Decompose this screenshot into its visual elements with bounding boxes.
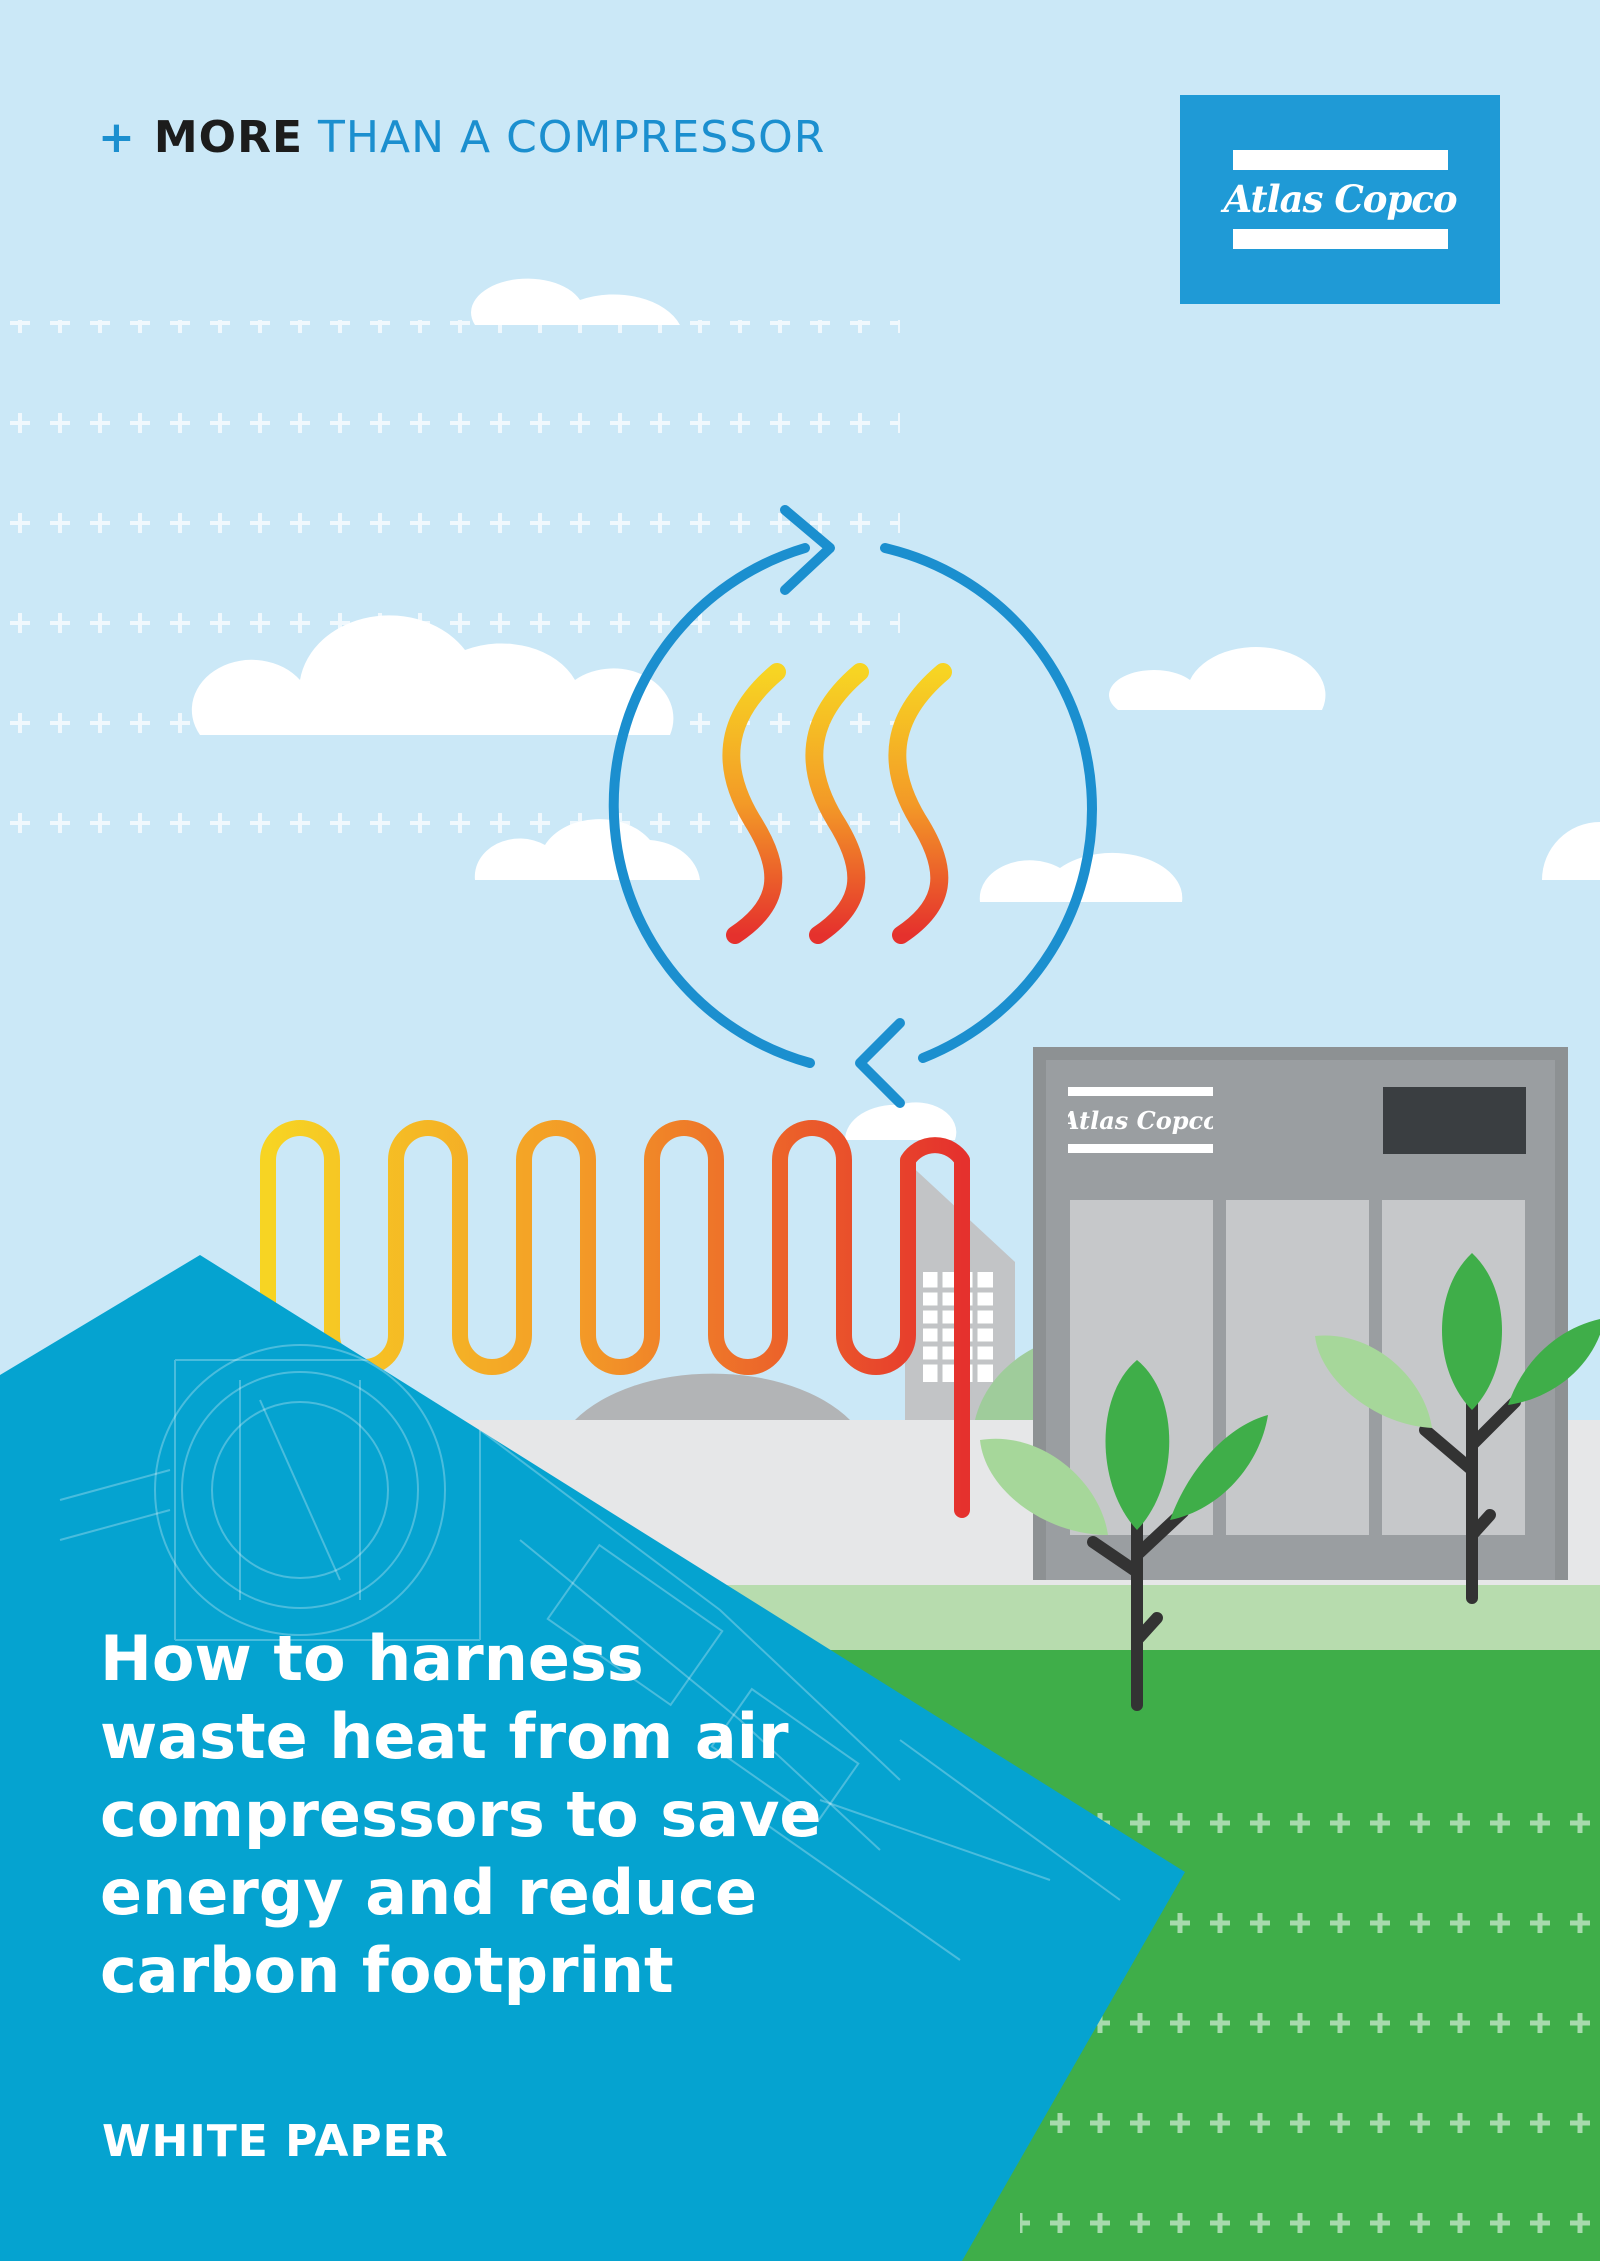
unit-logo: Atlas Copco [1068, 1106, 1213, 1135]
tree-icon [980, 1360, 1268, 1711]
cycle-arrows-icon [608, 505, 1097, 1108]
document-title: How to harness waste heat from air compr… [100, 1622, 822, 2007]
logo-wordmark: Atlas Copco [1223, 177, 1457, 221]
blueprint-drawing [59, 1344, 1121, 1961]
tagline-more: MORE [153, 112, 304, 163]
title-panel [0, 1255, 1185, 2261]
tagline: + MORE THAN A COMPRESSOR [98, 112, 825, 163]
plus-pattern-icon [10, 320, 900, 880]
logo-top-bar [1233, 150, 1448, 170]
unit-logo-text: Atlas Copco [1068, 1106, 1213, 1135]
logo-bottom-bar [1233, 229, 1448, 249]
tagline-rest: THAN A COMPRESSOR [318, 112, 826, 163]
grey-hill [575, 1373, 850, 1420]
atlas-copco-logo[interactable]: Atlas Copco [1180, 95, 1500, 304]
heat-coil-icon [260, 1120, 970, 1518]
tree-icon [1315, 1253, 1600, 1604]
document-type-label: WHITE PAPER [102, 2116, 449, 2167]
plus-icon: + [98, 112, 136, 163]
heat-waves-icon [722, 663, 952, 944]
